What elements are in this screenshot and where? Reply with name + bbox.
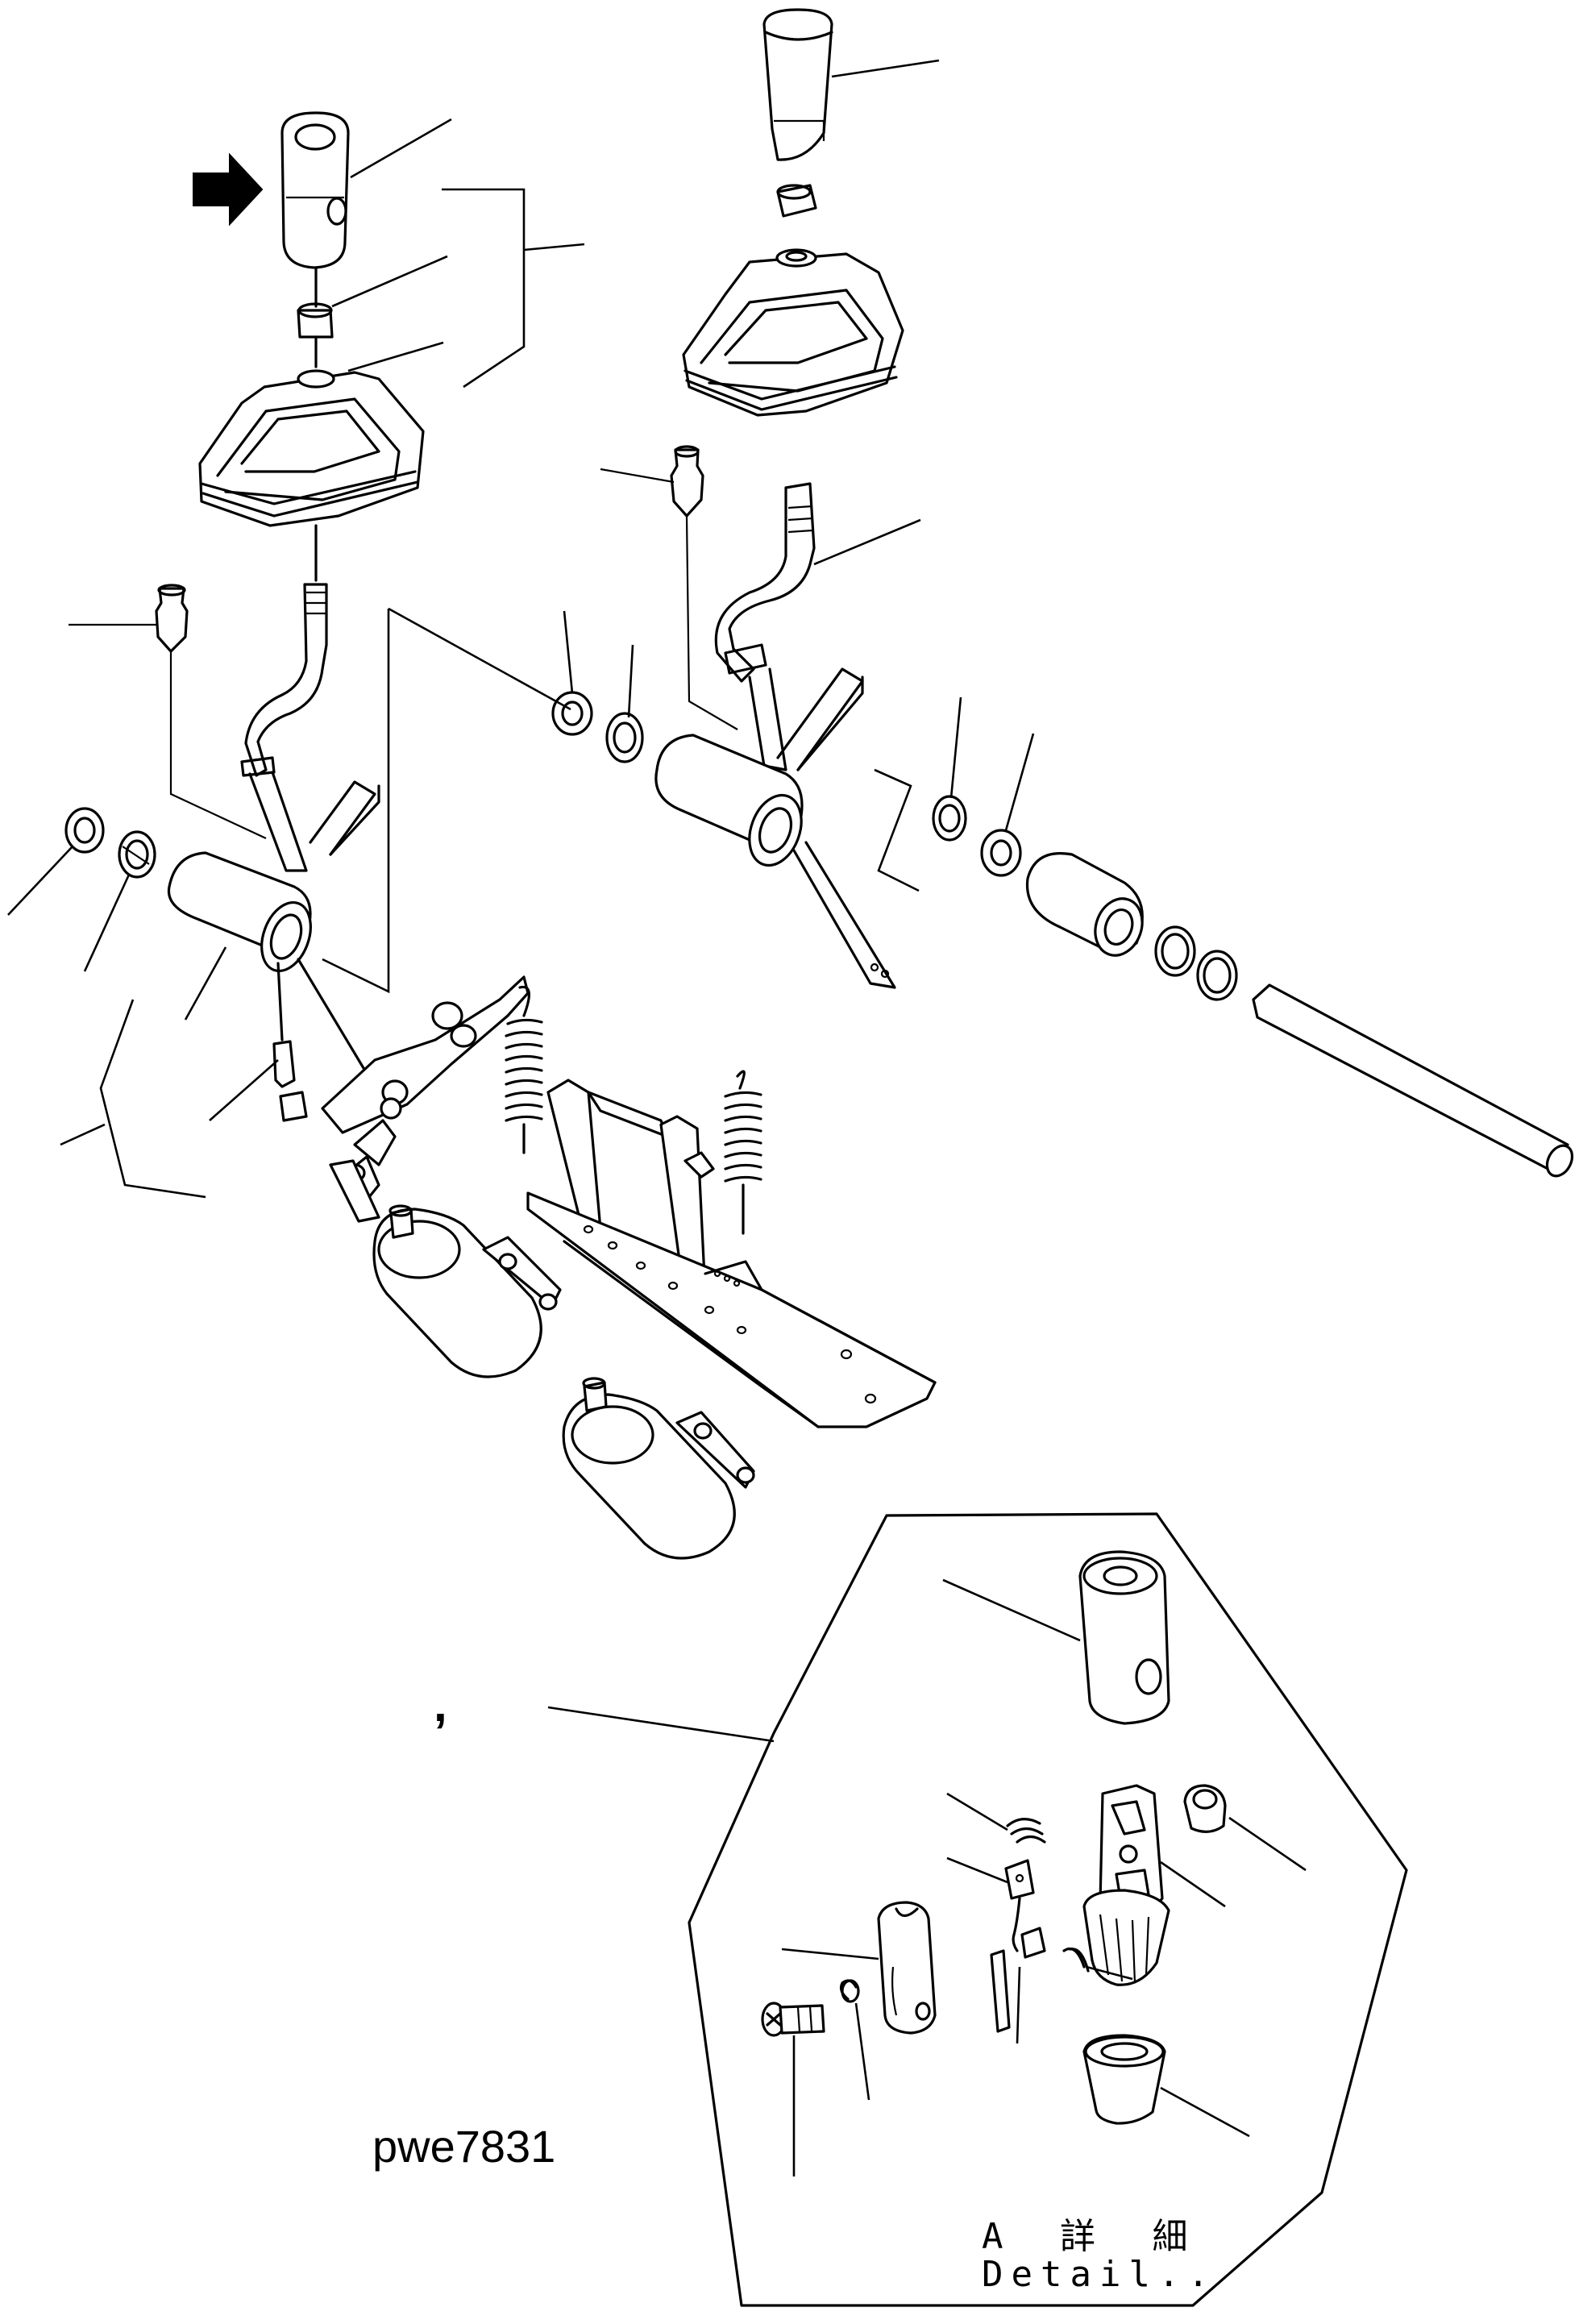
detail-rubber-cap bbox=[1082, 2034, 1250, 2138]
detail-microswitch bbox=[946, 1856, 1046, 2044]
detail-spring-clip-lower bbox=[1062, 1947, 1133, 1981]
leader-lines bbox=[7, 59, 1035, 1199]
detail-switch-housing bbox=[1082, 1784, 1226, 1986]
right-grease-fitting bbox=[600, 445, 738, 730]
left-grease-fitting bbox=[69, 584, 267, 839]
left-lever-rod bbox=[240, 583, 328, 872]
detail-screw bbox=[761, 2002, 825, 2176]
right-lever-rod bbox=[714, 482, 816, 771]
return-spring-left bbox=[505, 985, 543, 1154]
potentiometer-lower bbox=[562, 1377, 755, 1560]
left-lever-nut bbox=[297, 302, 334, 368]
detail-knob bbox=[942, 1550, 1170, 1725]
right-lever-nut bbox=[776, 184, 817, 218]
left-lever-link-cable bbox=[272, 958, 372, 1122]
right-lever-knob bbox=[762, 8, 833, 161]
detail-a-subtitle: Detail.. bbox=[982, 2254, 1217, 2295]
left-lever-knob bbox=[280, 111, 350, 308]
detail-a-title: A 詳 細 bbox=[982, 2216, 1206, 2257]
linkage-plate bbox=[321, 975, 530, 1223]
detail-a-frame bbox=[547, 1512, 1408, 2307]
drawing-number: pwe7831 bbox=[372, 2121, 556, 2172]
detail-cover bbox=[781, 1901, 937, 2035]
left-lever-shaft-tube bbox=[167, 780, 380, 973]
comma-mark: , bbox=[434, 1678, 447, 1732]
return-spring-right bbox=[724, 1070, 762, 1235]
left-bearing-washer bbox=[64, 807, 156, 879]
potentiometer-upper bbox=[372, 1204, 562, 1378]
detail-washer bbox=[839, 1979, 870, 2101]
detail-spring-clip-upper bbox=[946, 1792, 1046, 1844]
detail-nut bbox=[1183, 1784, 1307, 1872]
right-lever-boot bbox=[682, 248, 904, 417]
right-lever-shaft-tube bbox=[654, 667, 896, 989]
shaft-spacer-and-pin bbox=[1025, 852, 1574, 1178]
arrow-right-icon bbox=[193, 152, 264, 227]
mounting-bracket bbox=[526, 1079, 937, 1428]
right-bearing-washer bbox=[551, 691, 1022, 877]
left-lever-boot bbox=[198, 369, 425, 582]
